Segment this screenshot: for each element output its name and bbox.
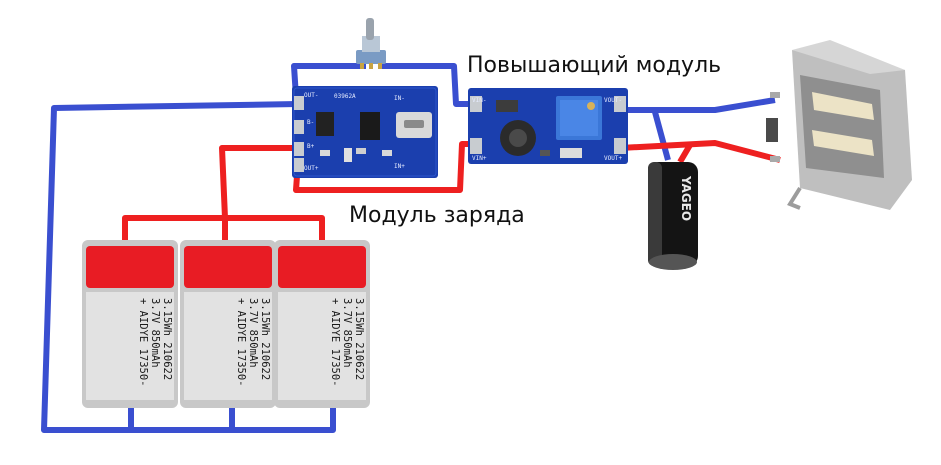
charge-module-label: Модуль заряда xyxy=(349,203,525,228)
battery-plus-wire xyxy=(219,145,298,219)
capacitor-neg-wire xyxy=(652,111,671,161)
silk-in-minus: IN- xyxy=(394,95,405,102)
silk-board-id: 03962A xyxy=(334,93,356,100)
switch-wire-right xyxy=(378,63,470,107)
boost-out-pos-wire xyxy=(619,140,781,163)
silk-vout-plus: VOUT+ xyxy=(604,155,622,162)
silk-out-plus: OUT+ xyxy=(304,165,319,172)
capacitor-pos-wire xyxy=(677,143,693,164)
battery-label-line: 3.7V 850mAh xyxy=(341,298,353,368)
boost-module-label: Повышающий модуль xyxy=(467,53,721,78)
battery-label-line: + AIDYE 17350- xyxy=(235,298,247,387)
battery-label-line: 3.15Wh 210622 xyxy=(259,298,271,380)
toggle-switch xyxy=(356,18,386,69)
boost-out-neg-wire xyxy=(620,97,776,113)
ground-loop-wire xyxy=(41,101,336,433)
battery-label-line: + AIDYE 17350- xyxy=(329,298,341,387)
battery-label-line: 3.15Wh 210622 xyxy=(161,298,173,380)
usb-socket xyxy=(766,40,912,210)
charger-board: OUT- B- B+ OUT+ IN- IN+ 03962A xyxy=(292,86,438,178)
capacitor-brand: YAGEO xyxy=(679,175,693,221)
battery-label-line: 3.7V 850mAh xyxy=(247,298,259,368)
boost-board: VIN- VIN+ VOUT- VOUT+ xyxy=(468,88,628,164)
battery-label-line: + AIDYE 17350- xyxy=(137,298,149,387)
capacitor: YAGEO xyxy=(648,162,698,270)
silk-b-plus: B+ xyxy=(307,143,315,150)
silk-vin-minus: VIN- xyxy=(472,97,486,104)
silk-b-minus: B- xyxy=(307,119,314,126)
battery-label-line: 3.7V 850mAh xyxy=(149,298,161,368)
silk-vin-plus: VIN+ xyxy=(472,155,487,162)
battery-label-line: 3.15Wh 210622 xyxy=(353,298,365,380)
silk-out-minus: OUT- xyxy=(304,92,318,99)
silk-vout-minus: VOUT- xyxy=(604,97,622,104)
silk-in-plus: IN+ xyxy=(394,163,405,170)
